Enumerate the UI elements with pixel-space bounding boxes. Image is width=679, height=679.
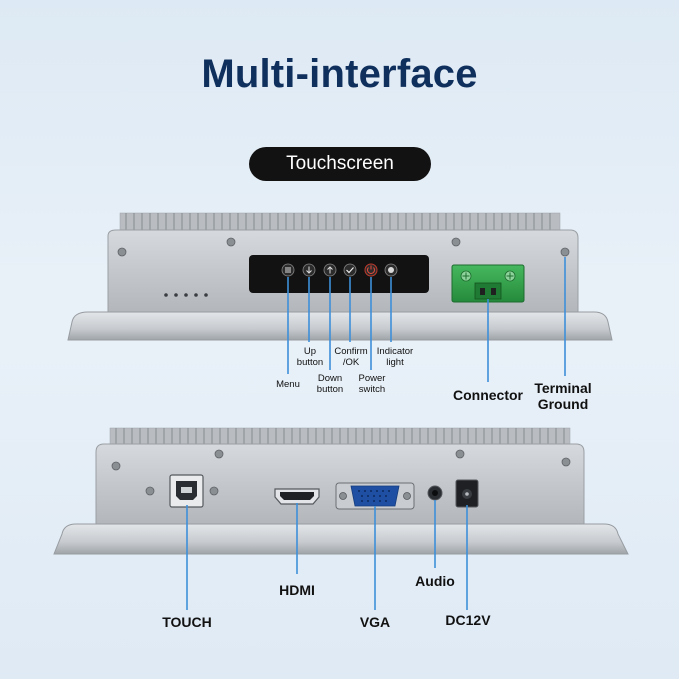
audio-label: Audio [415,573,455,589]
connector-label: Connector [453,387,523,403]
up-arrow-icon [323,263,337,277]
check-icon [343,263,357,277]
front-device [67,212,613,382]
audio-jack [427,485,443,501]
hdmi-label: HDMI [279,582,315,598]
control-panel [249,255,429,293]
vga-label: VGA [359,614,391,630]
vga-port [335,482,415,510]
page-title: Multi-interface [201,52,478,96]
up-button-label: Up button [296,346,324,368]
menu-label: Menu [276,379,300,390]
down-arrow-icon [302,263,316,277]
front-callout-lines [287,257,566,382]
rear-device [53,427,629,610]
touch-label: TOUCH [162,614,212,630]
usb-b-port [169,474,204,508]
menu-icon [281,263,295,277]
power-switch-label: Power switch [358,373,386,395]
dc-jack [455,479,479,508]
dc12v-label: DC12V [445,612,491,628]
indicator-light-icon [384,263,398,277]
terminal-ground-label: Terminal Ground [534,380,592,412]
rear-callout-lines [186,500,468,610]
touchscreen-badge: Touchscreen [249,147,431,181]
indicator-light-label: Indicator light [376,346,414,368]
power-icon [364,263,378,277]
confirm-ok-label: Confirm /OK [334,346,368,368]
down-button-label: Down button [316,373,344,395]
hdmi-port [274,488,320,505]
terminal-connector [451,264,525,303]
